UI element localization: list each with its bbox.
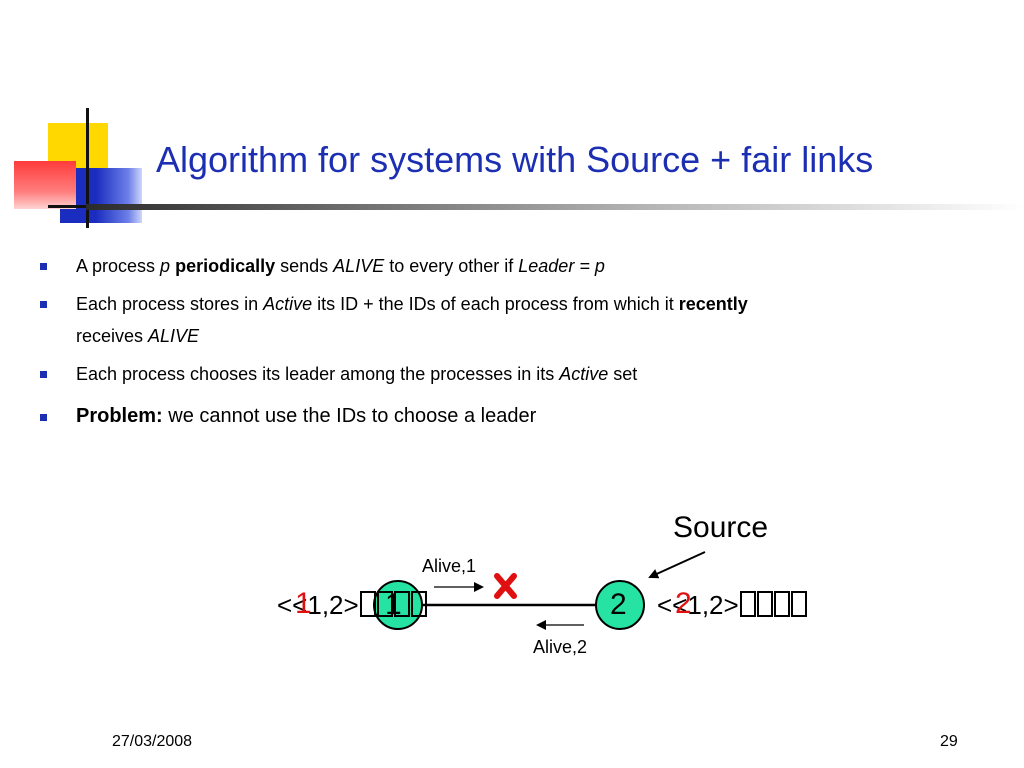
bullet-item: A process p periodically sends ALIVE to … [36,250,986,282]
leader-overlay-left: 1 [295,587,312,620]
lost-message-x-icon [494,573,517,599]
bullet-square-icon [40,301,47,308]
active-set-right: <<1,2> [657,590,807,621]
node-2-circle [595,580,645,630]
node-1-label: 1 [385,588,402,621]
slide-title: Algorithm for systems with Source + fair… [156,139,874,180]
active-set-left: <<1,2> [277,590,427,621]
missing-glyph-box [393,591,410,617]
bullet-square-icon [40,414,47,421]
missing-glyph-box [739,591,756,617]
leader-overlay-right: 2 [675,587,692,620]
missing-glyph-box [790,591,807,617]
title-rule [86,204,1024,210]
logo-red-square [14,161,76,209]
missing-glyph-box [376,591,393,617]
logo-vertical-line [86,108,89,228]
bullet-item: Each process chooses its leader among th… [36,358,986,390]
missing-glyph-box [773,591,790,617]
source-label: Source [673,511,769,544]
missing-glyph-box [410,591,427,617]
footer-date: 27/03/2008 [112,733,193,750]
bullet-list: A process p periodically sends ALIVE to … [36,250,986,432]
missing-glyph-box [756,591,773,617]
logo-blue-gradient-square [96,168,142,223]
message-label-alive-1: Alive,1 [422,556,477,576]
bullet-item: Problem: we cannot use the IDs to choose… [36,400,986,432]
message-label-alive-2: Alive,2 [533,637,588,657]
node-2-label: 2 [610,588,627,621]
source-arrow [648,551,706,579]
bullet-square-icon [40,371,47,378]
bullet-square-icon [40,263,47,270]
bullet-item: Each process stores in Active its ID + t… [36,288,986,352]
page-number: 29 [940,733,958,750]
missing-glyph-box [359,591,376,617]
